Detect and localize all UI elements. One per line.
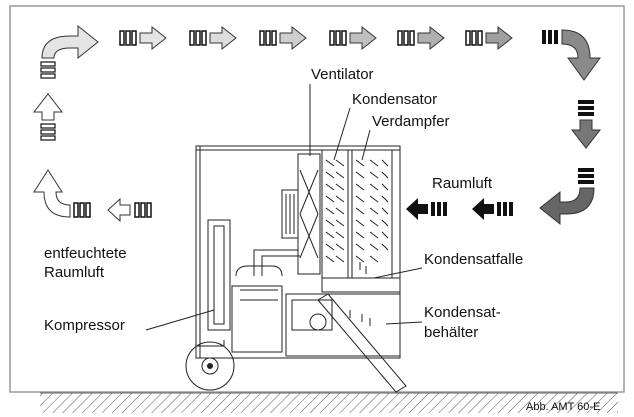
label-entfeuchtete: entfeuchtete — [44, 245, 127, 262]
right-arrow-icon — [259, 25, 307, 51]
right-arrow-icon — [189, 25, 237, 51]
curved-arrow-top-right-icon — [542, 29, 601, 81]
up-arrow-left-icon — [32, 93, 64, 141]
condensate-tank — [285, 293, 401, 357]
figure-caption: Abb. AMT 60-E — [526, 401, 600, 413]
condensate-trap — [321, 262, 401, 293]
left-arrow-black-icon — [406, 198, 447, 220]
label-verdampfer: Verdampfer — [372, 113, 450, 130]
down-arrow-right-icon — [570, 100, 602, 149]
label-raumluft: Raumluft — [432, 175, 493, 192]
right-arrow-icon — [329, 25, 377, 51]
label-kondensator: Kondensator — [352, 91, 437, 108]
label-ventilator: Ventilator — [311, 66, 374, 83]
curved-arrow-bottom-left-icon — [33, 169, 91, 218]
wheel — [185, 340, 235, 391]
evaporator-coil — [351, 149, 393, 279]
curved-arrow-bottom-right-icon — [539, 168, 595, 226]
label-kondensatbehaelter-1: Kondensat- — [424, 304, 501, 321]
top-flow-arrows — [119, 25, 513, 51]
callout-lines — [145, 84, 423, 331]
dehumidifier-unit — [185, 145, 407, 393]
left-arrow-light-icon — [107, 197, 152, 223]
condenser-coil — [321, 149, 349, 279]
left-arrow-black-icon — [472, 198, 513, 220]
right-arrow-icon — [397, 25, 445, 51]
compressor — [207, 219, 300, 353]
curved-arrow-top-left-icon — [41, 24, 99, 60]
floor-hatching — [40, 392, 618, 413]
label-kondensatbehaelter-2: behälter — [424, 324, 478, 341]
label-entfeuchtete-raumluft: Raumluft — [44, 264, 105, 281]
diagram-frame — [9, 5, 625, 393]
label-kompressor: Kompressor — [44, 317, 125, 334]
right-arrow-icon — [465, 25, 513, 51]
left-column-bars — [40, 61, 56, 79]
drain-pipe — [317, 293, 407, 393]
right-arrow-icon — [119, 25, 167, 51]
ventilator-fan — [281, 153, 321, 275]
label-kondensatfalle: Kondensatfalle — [424, 251, 523, 268]
